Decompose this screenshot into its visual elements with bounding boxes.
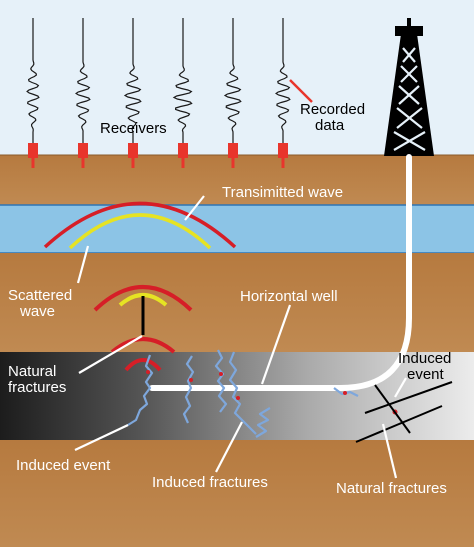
scattered-wave-arc-lower-inner <box>124 358 162 372</box>
recorded-trace <box>275 18 291 148</box>
scattered-wave-arc-outer <box>93 285 193 312</box>
recorded-trace <box>223 18 242 148</box>
receiver-spike <box>131 157 135 168</box>
transmitted-wave-red-arc <box>43 201 237 249</box>
receiver-spike <box>231 157 235 168</box>
receiver-icon <box>278 143 288 158</box>
water-layer <box>0 205 474 253</box>
middle-soil-layer <box>0 253 474 352</box>
induced-event-right-label-line1: Induced <box>398 350 452 367</box>
recorded-trace <box>172 18 193 148</box>
pointer-lines <box>74 195 407 479</box>
receiver-icon <box>28 143 38 158</box>
recorded-trace <box>123 18 142 148</box>
horizontal-well-label: Horizontal well <box>240 288 338 305</box>
receiver-icon <box>128 143 138 158</box>
natural-fractures-left-label-line2: fractures <box>8 379 67 396</box>
recorded-data-label-line1: Recorded <box>300 101 366 118</box>
recorded-trace <box>26 18 40 148</box>
scattered-wave-arc-yellow <box>118 293 168 307</box>
scattered-wave-label-line2: wave <box>20 303 56 320</box>
well-bore <box>149 154 412 391</box>
upper-soil-layer <box>0 155 474 205</box>
receivers-label: Receivers <box>100 120 167 137</box>
receiver-spike <box>81 157 85 168</box>
recorded-trace <box>75 18 91 148</box>
induced-event-right-label-line2: event <box>407 366 444 383</box>
induced-event-left-label: Induced event <box>16 457 111 474</box>
natural-fractures-left-label-line1: Natural <box>8 363 57 380</box>
natural-fractures-right-label: Natural fractures <box>336 480 447 497</box>
lower-soil-layer <box>0 440 474 547</box>
receiver-spike <box>181 157 185 168</box>
receiver-icon <box>228 143 238 158</box>
recorded-data-label-line2: data <box>315 117 345 134</box>
scattered-wave-label-line1: Scattered <box>8 287 73 304</box>
receiver-spike <box>31 157 35 168</box>
receivers-group <box>26 18 291 168</box>
drilling-rig-icon <box>384 18 434 156</box>
scattered-wave-arc-lower-outer <box>110 337 176 354</box>
receiver-icon <box>78 143 88 158</box>
transmitted-wave-label: Transimitted wave <box>222 184 344 201</box>
recorded-data-pointer <box>289 79 313 103</box>
receiver-icon <box>178 143 188 158</box>
receiver-spike <box>281 157 285 168</box>
transmitted-wave-yellow-arc <box>68 213 212 250</box>
natural-fractures-right <box>355 381 453 443</box>
induced-fractures-label: Induced fractures <box>152 474 268 491</box>
